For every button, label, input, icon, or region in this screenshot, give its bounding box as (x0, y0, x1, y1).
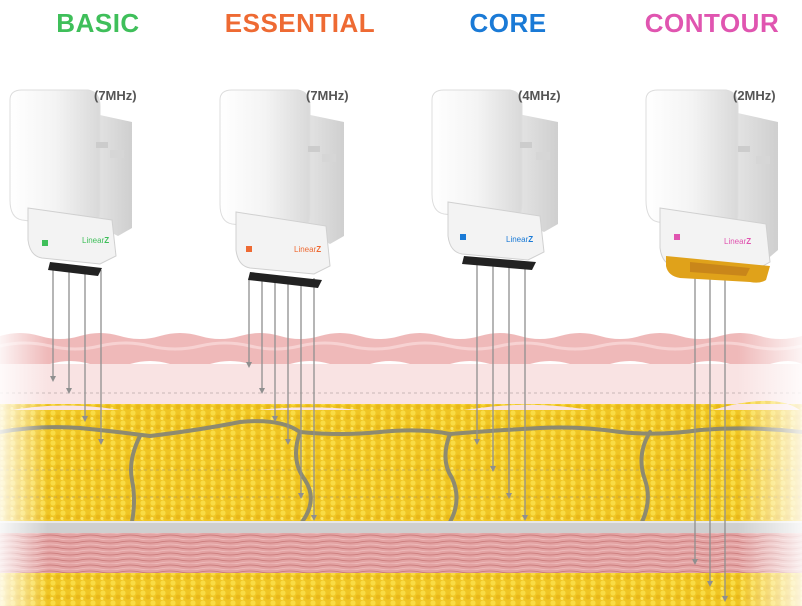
core-cartridge: LinearZ (431, 89, 558, 270)
freq-basic: (7MHz) (94, 88, 137, 103)
focal-depth-lines (52, 262, 726, 600)
title-core: CORE (469, 8, 547, 38)
title-essential: ESSENTIAL (224, 8, 376, 38)
contour-brand-label: LinearZ (724, 237, 751, 246)
essential-brand-label: LinearZ (294, 245, 321, 254)
basic-cartridge: LinearZ (9, 89, 132, 276)
freq-contour: (2MHz) (733, 88, 776, 103)
basic-brand-label: LinearZ (82, 236, 109, 245)
contour-cartridge: LinearZ (645, 89, 778, 283)
title-basic: BASIC (56, 8, 140, 38)
freq-core: (4MHz) (518, 88, 561, 103)
core-brand-label: LinearZ (506, 235, 533, 244)
freq-essential: (7MHz) (306, 88, 349, 103)
essential-cartridge: LinearZ (219, 89, 344, 288)
title-contour: CONTOUR (644, 8, 780, 38)
